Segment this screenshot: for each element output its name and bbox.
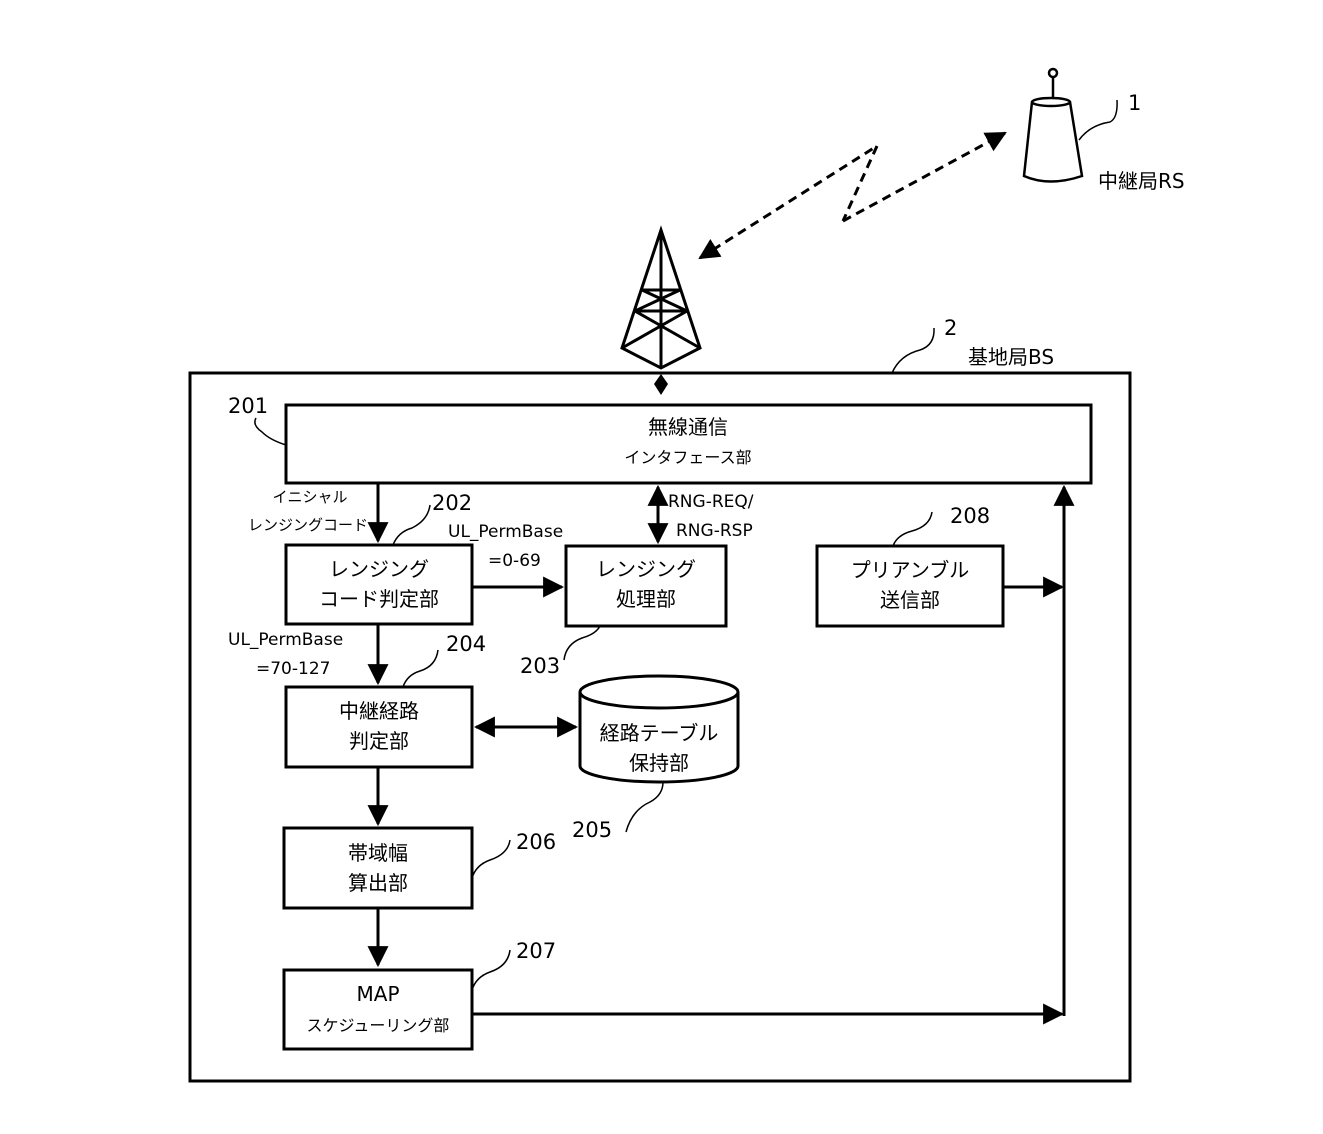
rng-label-1: RNG-REQ/ [668, 492, 754, 512]
preamble-line2: 送信部 [880, 588, 940, 612]
bandwidth-ref: 206 [516, 830, 556, 854]
ranging-proc-leader [564, 626, 600, 660]
ranging-proc-ref: 203 [520, 654, 560, 678]
relay-station-label: 中継局RS [1098, 169, 1185, 193]
ranging-code-ref: 202 [432, 491, 472, 515]
map-scheduling-leader [472, 950, 510, 990]
antenna-tower-icon [622, 230, 700, 368]
preamble-leader [893, 512, 932, 546]
ranging-code-leader [393, 505, 430, 545]
rng-label-2: RNG-RSP [676, 521, 753, 541]
route-table-ref: 205 [572, 818, 612, 842]
base-station-label: 基地局BS [968, 345, 1054, 369]
relay-station-icon [1024, 69, 1082, 182]
initial-ranging-label-2: レンジングコード [248, 516, 368, 534]
permbase-low-label-2: =0-69 [488, 551, 541, 571]
relay-route-line2: 判定部 [349, 729, 409, 753]
base-station-leader [892, 328, 934, 373]
relay-route-ref: 204 [446, 632, 486, 656]
bandwidth-block [284, 828, 472, 908]
relay-route-line1: 中継経路 [339, 699, 419, 723]
initial-ranging-label-1: イニシャル [272, 488, 347, 506]
map-scheduling-ref: 207 [516, 939, 556, 963]
wireless-link [700, 133, 1005, 258]
wireless-interface-line1: 無線通信 [648, 415, 728, 439]
route-table-line2: 保持部 [629, 751, 689, 775]
map-scheduling-line1: MAP [357, 982, 400, 1006]
wireless-interface-leader [255, 418, 286, 445]
preamble-line1: プリアンブル [851, 558, 970, 582]
ranging-proc-line1: レンジング [596, 557, 696, 581]
map-scheduling-line2: スケジューリング部 [307, 1016, 450, 1035]
bandwidth-line1: 帯域幅 [348, 841, 408, 865]
permbase-high-label-2: =70-127 [256, 659, 330, 679]
route-table-leader [626, 782, 663, 832]
permbase-high-label-1: UL_PermBase [228, 630, 343, 650]
base-station-ref: 2 [944, 316, 957, 340]
wireless-interface-ref: 201 [228, 394, 268, 418]
ranging-code-line2: コード判定部 [319, 587, 439, 611]
bandwidth-line2: 算出部 [348, 871, 408, 895]
ranging-proc-line2: 処理部 [616, 587, 676, 611]
wireless-interface-line2: インタフェース部 [624, 448, 751, 467]
antenna-connector [654, 374, 668, 395]
bandwidth-leader [472, 840, 510, 878]
ranging-code-line1: レンジング [329, 557, 429, 581]
relay-station-ref: 1 [1128, 91, 1141, 115]
route-table-line1: 経路テーブル [600, 721, 719, 745]
relay-station-leader [1079, 100, 1117, 140]
permbase-low-label-1: UL_PermBase [448, 522, 563, 542]
preamble-ref: 208 [950, 504, 990, 528]
relay-route-leader [403, 650, 438, 687]
